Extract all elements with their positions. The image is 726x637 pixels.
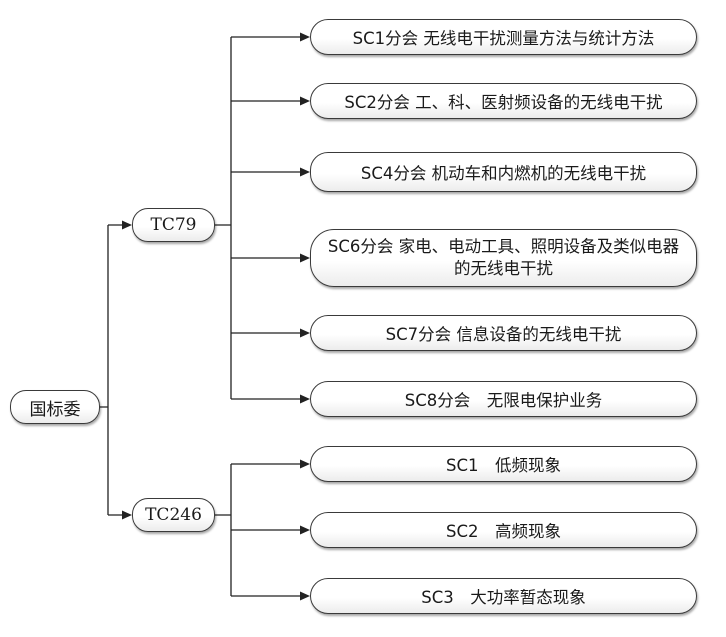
node-tc246-sc2-label: SC2 高频现象 <box>446 522 561 541</box>
node-tc79-sc8: SC8分会 无限电保护业务 <box>310 381 697 417</box>
node-tc79-sc4-label: SC4分会 机动车和内燃机的无线电干扰 <box>360 164 647 183</box>
node-root-label: 国标委 <box>29 399 81 420</box>
node-tc79-sc6: SC6分会 家电、电动工具、照明设备及类似电器的无线电干扰 <box>310 229 697 287</box>
node-tc246-sc2: SC2 高频现象 <box>310 512 697 548</box>
node-tc246-label: TC246 <box>145 505 202 525</box>
node-tc79-sc7: SC7分会 信息设备的无线电干扰 <box>310 315 697 351</box>
node-tc79-sc6-label: SC6分会 家电、电动工具、照明设备及类似电器的无线电干扰 <box>327 237 680 278</box>
node-root: 国标委 <box>10 390 100 424</box>
node-tc246-sc1-label: SC1 低频现象 <box>446 456 561 475</box>
node-tc79-sc1-label: SC1分会 无线电干扰测量方法与统计方法 <box>352 29 655 48</box>
node-tc79: TC79 <box>132 208 215 242</box>
node-tc79-label: TC79 <box>150 215 197 235</box>
node-tc246-sc1: SC1 低频现象 <box>310 446 697 482</box>
node-tc79-sc4: SC4分会 机动车和内燃机的无线电干扰 <box>310 152 697 192</box>
node-tc246-sc3-label: SC3 大功率暂态现象 <box>421 588 586 607</box>
node-tc246-sc3: SC3 大功率暂态现象 <box>310 578 697 614</box>
node-tc79-sc8-label: SC8分会 无限电保护业务 <box>404 391 603 410</box>
node-tc79-sc2-label: SC2分会 工、科、医射频设备的无线电干扰 <box>344 93 663 112</box>
node-tc79-sc7-label: SC7分会 信息设备的无线电干扰 <box>385 325 622 344</box>
node-tc246: TC246 <box>132 498 215 532</box>
node-tc79-sc1: SC1分会 无线电干扰测量方法与统计方法 <box>310 19 697 55</box>
node-tc79-sc2: SC2分会 工、科、医射频设备的无线电干扰 <box>310 83 697 119</box>
